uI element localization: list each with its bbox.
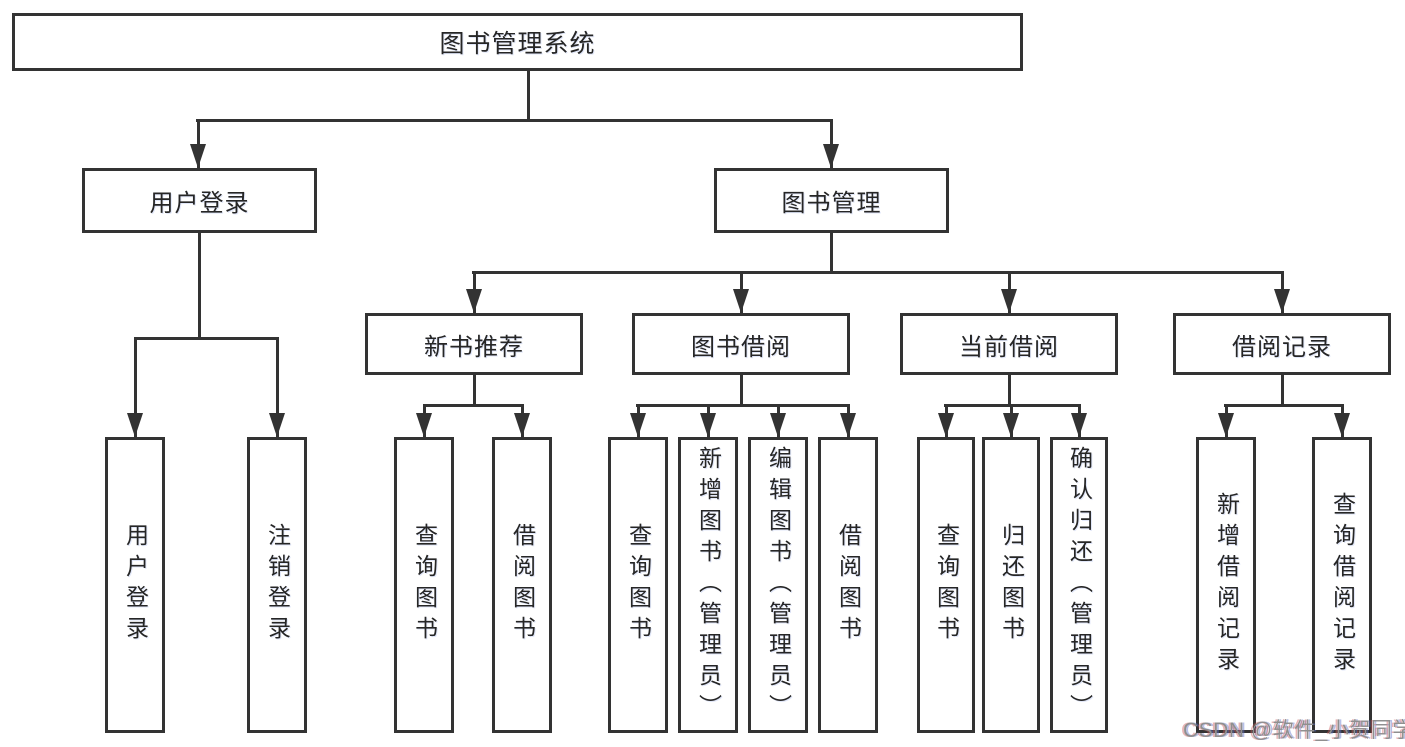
leaf-label: 新增借阅记录: [1213, 492, 1240, 678]
arrowhead-icon: [630, 413, 646, 437]
connector-line: [636, 404, 850, 407]
arrowhead-icon: [700, 413, 716, 437]
connector-line: [1008, 375, 1011, 406]
node-label: 图书管理系统: [439, 30, 596, 58]
leaf-edit-books-admin: 编辑图书（管理员）: [748, 437, 808, 733]
arrowhead-icon: [1001, 289, 1017, 313]
connector-line: [473, 375, 476, 406]
arrowhead-icon: [823, 144, 839, 168]
arrowhead-icon: [840, 413, 856, 437]
leaf-label: 借阅图书: [509, 523, 536, 647]
leaf-label: 查询图书: [625, 523, 652, 647]
connector-line: [740, 375, 743, 406]
leaf-query-borrow-record: 查询借阅记录: [1312, 437, 1372, 733]
leaf-label: 查询图书: [411, 523, 438, 647]
watermark: CSDN @软件_小贺同学: [1183, 719, 1405, 742]
leaf-borrow-books-recommend: 借阅图书: [492, 437, 552, 733]
node-borrowing-records: 借阅记录: [1173, 313, 1391, 375]
node-library-management-system: 图书管理系统: [12, 13, 1023, 71]
node-current-borrowing: 当前借阅: [900, 313, 1118, 375]
leaf-label: 确认归还（管理员）: [1066, 445, 1093, 725]
arrowhead-icon: [1003, 413, 1019, 437]
arrowhead-icon: [190, 144, 206, 168]
connector-line: [472, 271, 1284, 274]
arrowhead-icon: [770, 413, 786, 437]
leaf-user-login: 用户登录: [105, 437, 165, 733]
connector-line: [830, 119, 833, 168]
leaf-borrow-books-borrowing: 借阅图书: [818, 437, 878, 733]
arrowhead-icon: [733, 289, 749, 313]
leaf-label: 查询图书: [933, 523, 960, 647]
leaf-confirm-return-admin: 确认归还（管理员）: [1050, 437, 1108, 733]
leaf-return-books: 归还图书: [982, 437, 1040, 733]
arrowhead-icon: [1218, 413, 1234, 437]
node-label: 新书推荐: [424, 333, 524, 361]
arrowhead-icon: [1071, 413, 1087, 437]
node-book-borrowing: 图书借阅: [632, 313, 850, 375]
node-label: 图书借阅: [691, 333, 791, 361]
connector-line: [527, 70, 530, 120]
connector-line: [134, 337, 279, 340]
arrowhead-icon: [269, 413, 285, 437]
leaf-query-books-borrowing: 查询图书: [608, 437, 668, 733]
connector-line: [830, 232, 833, 273]
connector-line: [276, 338, 279, 437]
connector-line: [198, 232, 201, 339]
leaf-logout: 注销登录: [247, 437, 307, 733]
arrowhead-icon: [1334, 413, 1350, 437]
arrowhead-icon: [514, 413, 530, 437]
leaf-add-borrow-record: 新增借阅记录: [1196, 437, 1256, 733]
arrowhead-icon: [938, 413, 954, 437]
node-user-login: 用户登录: [82, 168, 317, 233]
leaf-label: 编辑图书（管理员）: [765, 445, 792, 725]
node-label: 用户登录: [149, 190, 250, 217]
arrowhead-icon: [127, 413, 143, 437]
connector-line: [134, 338, 137, 437]
leaf-label: 用户登录: [122, 523, 149, 647]
node-label: 图书管理: [781, 190, 882, 217]
leaf-add-books-admin: 新增图书（管理员）: [678, 437, 738, 733]
connector-line: [1281, 375, 1284, 406]
leaf-label: 查询借阅记录: [1329, 492, 1356, 678]
leaf-label: 归还图书: [998, 523, 1025, 647]
leaf-label: 新增图书（管理员）: [695, 445, 722, 725]
leaf-query-books-current: 查询图书: [917, 437, 975, 733]
leaf-query-books-recommend: 查询图书: [394, 437, 454, 733]
node-label: 当前借阅: [959, 333, 1059, 361]
node-book-management: 图书管理: [714, 168, 949, 233]
node-label: 借阅记录: [1232, 333, 1332, 361]
connector-line: [423, 404, 524, 407]
leaf-label: 借阅图书: [835, 523, 862, 647]
node-new-book-recommendation: 新书推荐: [365, 313, 583, 375]
arrowhead-icon: [466, 289, 482, 313]
leaf-label: 注销登录: [264, 523, 291, 647]
connector-line: [197, 119, 200, 168]
connector-line: [196, 119, 833, 122]
arrowhead-icon: [416, 413, 432, 437]
connector-line: [1224, 404, 1344, 407]
arrowhead-icon: [1274, 289, 1290, 313]
